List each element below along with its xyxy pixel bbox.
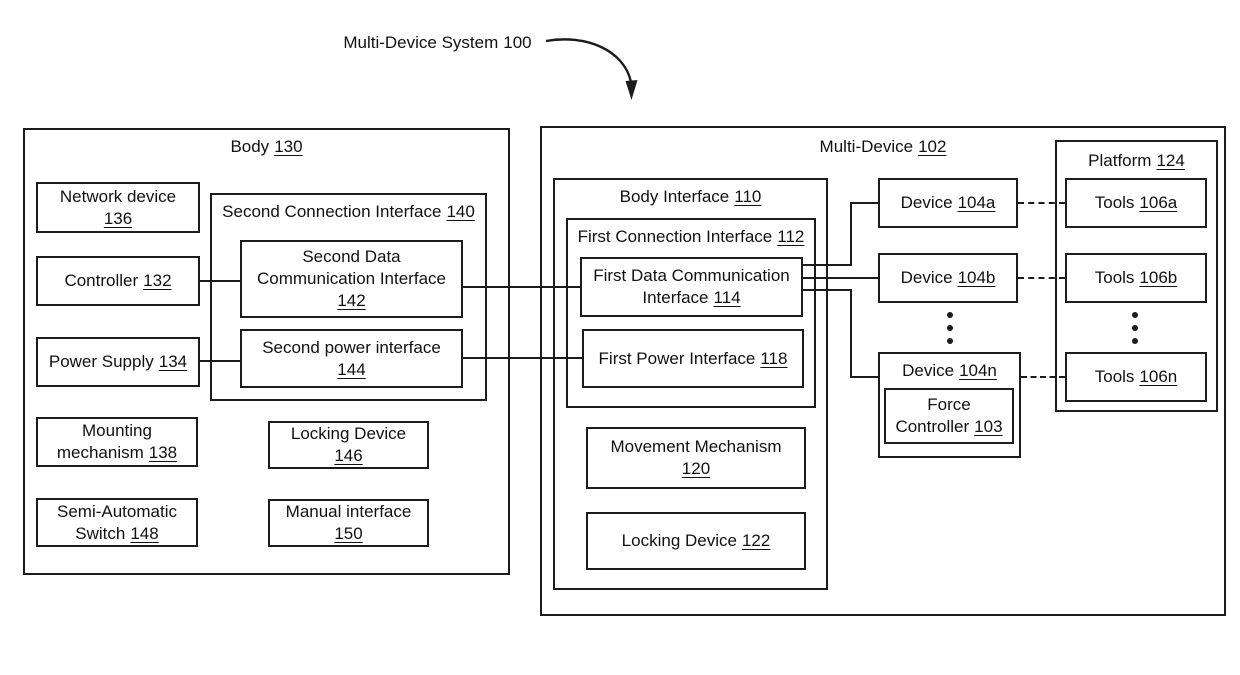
second-data-communication-interface-box: Second Data Communication Interface 142 <box>240 240 463 318</box>
dashed-link-104n-106n <box>1021 376 1065 378</box>
title-pointer-arrow-icon <box>545 38 638 100</box>
connector-to-device-104b <box>803 277 878 279</box>
connector-142-to-114 <box>463 286 580 288</box>
devices-vertical-ellipsis <box>947 312 953 344</box>
connector-riser-down <box>850 289 852 378</box>
locking-device-146-box: Locking Device 146 <box>268 421 429 469</box>
tools-vertical-ellipsis <box>1132 312 1138 344</box>
figure-title-number: 100 <box>503 33 532 52</box>
figure-title-text: Multi-Device System <box>343 33 499 52</box>
dashed-link-104b-106b <box>1018 277 1065 279</box>
dashed-link-104a-106a <box>1018 202 1065 204</box>
connector-114-stub-a <box>803 264 852 266</box>
connector-144-to-118 <box>463 357 582 359</box>
network-device-box: Network device 136 <box>36 182 200 233</box>
connector-to-device-104n <box>850 376 878 378</box>
second-power-interface-box: Second power interface 144 <box>240 329 463 388</box>
connector-114-stub-c <box>803 289 852 291</box>
connector-to-device-104a <box>850 202 878 204</box>
connector-powersupply-to-144 <box>200 360 240 362</box>
connector-riser-up <box>850 202 852 266</box>
connector-controller-to-142 <box>200 280 240 282</box>
manual-interface-box: Manual interface 150 <box>268 499 429 547</box>
movement-mechanism-box: Movement Mechanism 120 <box>586 427 806 489</box>
